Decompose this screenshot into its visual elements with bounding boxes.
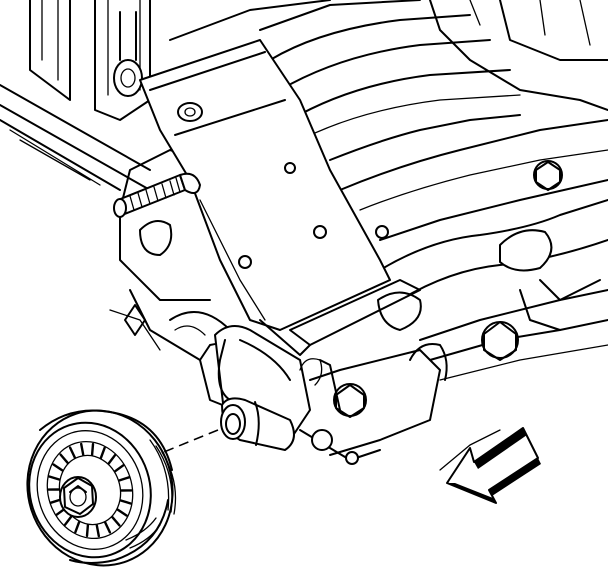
pulley-spoke <box>103 521 112 534</box>
pulley-spoke <box>59 453 69 464</box>
pulley-spoke <box>95 524 101 538</box>
pulley-spoke <box>99 446 106 460</box>
pulley-spoke <box>52 463 64 472</box>
pulley-spoke <box>79 442 85 456</box>
pulley-spoke <box>116 508 128 517</box>
stud <box>113 172 201 218</box>
pulley-spoke <box>107 454 117 465</box>
pulley-spoke <box>48 475 61 481</box>
pulley-spoke <box>68 446 77 459</box>
pulley-spoke <box>118 476 131 482</box>
pulley-spoke <box>74 520 81 534</box>
pulley-spoke <box>63 515 73 526</box>
pulley-spoke <box>49 498 62 504</box>
pulley-spoke <box>85 523 90 538</box>
pulley-bolt <box>59 476 97 518</box>
pulley-spoke <box>111 516 121 527</box>
pulley-spokes <box>47 442 133 538</box>
pulley-spoke <box>90 442 95 457</box>
idler-pulley <box>26 409 177 567</box>
pulley-spoke <box>119 499 132 505</box>
direction-arrow-icon <box>446 427 541 504</box>
mounting-bracket <box>139 39 421 451</box>
pulley-spoke <box>113 464 125 473</box>
